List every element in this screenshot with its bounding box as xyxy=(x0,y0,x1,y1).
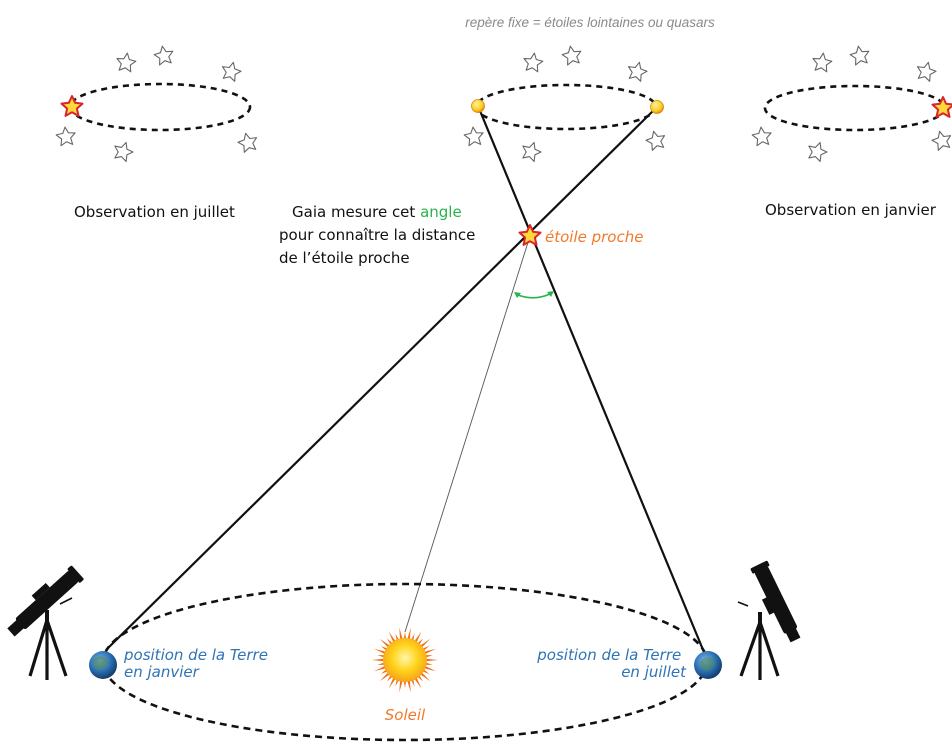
background-star-icon xyxy=(627,61,648,82)
background-star-icon xyxy=(55,126,76,147)
explanation-text: Gaia mesure cet angle pour connaître la … xyxy=(279,203,480,267)
background-star-icon xyxy=(523,52,544,73)
sight-line-sun xyxy=(404,235,531,633)
background-star-icon xyxy=(522,141,542,163)
sun-icon xyxy=(372,627,438,693)
explanation-line1: Gaia mesure cet xyxy=(292,203,420,221)
earth-january-icon xyxy=(89,651,117,679)
background-star-icon xyxy=(114,141,134,163)
background-star-icon xyxy=(463,126,484,147)
center-background-stars xyxy=(463,45,666,163)
left-orbit-ellipse xyxy=(68,82,252,132)
background-star-icon xyxy=(561,45,582,66)
background-star-icon xyxy=(812,52,833,73)
angle-highlight: angle xyxy=(420,203,462,221)
background-star-icon xyxy=(849,45,870,66)
near-star-icon xyxy=(518,224,542,246)
angle-arrow-icon xyxy=(514,291,554,299)
near-star-label: étoile proche xyxy=(545,228,643,246)
earth-january-label: position de la Terre en janvier xyxy=(123,646,273,681)
telescope-left-icon xyxy=(7,565,84,680)
sight-line-january xyxy=(105,106,658,651)
background-star-icon xyxy=(645,130,666,151)
right-orbit-ellipse xyxy=(763,84,947,132)
background-star-icon xyxy=(751,126,772,147)
explanation-line2: pour connaître la distance xyxy=(279,226,475,244)
right-panel: Observation en janvier xyxy=(751,45,952,219)
sight-line-july xyxy=(476,105,708,658)
center-orbit-ellipse xyxy=(474,83,658,131)
projected-position-right xyxy=(650,100,664,114)
background-star-icon xyxy=(221,61,242,82)
background-star-icon xyxy=(237,132,258,153)
sight-lines xyxy=(105,105,708,658)
right-near-star-icon xyxy=(931,96,952,118)
right-caption: Observation en janvier xyxy=(765,201,937,219)
earth-july-icon xyxy=(694,651,722,679)
background-star-icon xyxy=(808,141,828,163)
background-star-icon xyxy=(931,130,952,151)
projected-position-left xyxy=(471,99,485,113)
left-panel: Observation en juillet xyxy=(55,45,258,221)
right-background-stars xyxy=(751,45,952,163)
explanation-line3: de l’étoile proche xyxy=(279,249,410,267)
left-near-star-icon xyxy=(60,95,84,117)
earth-july-label: position de la Terre en juillet xyxy=(536,646,687,681)
left-background-stars xyxy=(55,45,258,163)
sun-label: Soleil xyxy=(385,706,426,724)
reference-note: repère fixe = étoiles lointaines ou quas… xyxy=(465,15,715,30)
left-caption: Observation en juillet xyxy=(74,203,235,221)
background-star-icon xyxy=(153,45,174,66)
background-star-icon xyxy=(916,61,937,82)
background-star-icon xyxy=(116,52,137,73)
telescope-right-icon xyxy=(737,560,801,680)
